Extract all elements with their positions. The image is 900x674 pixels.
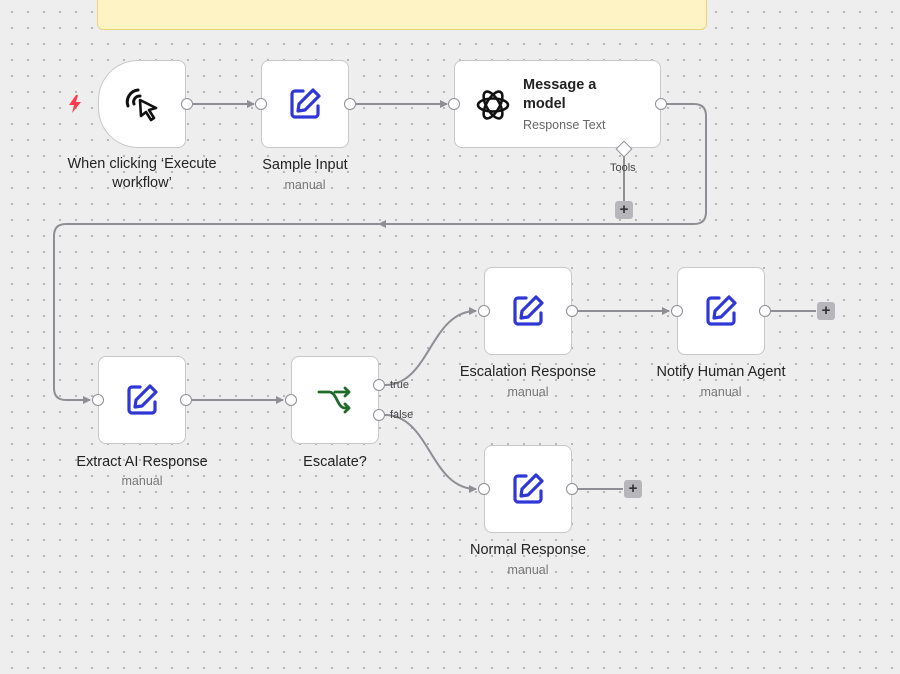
escalation-title: Escalation Response — [459, 364, 597, 380]
notify-subtitle: manual — [700, 385, 742, 399]
midline-arrow — [378, 220, 386, 228]
message-model-output-port[interactable] — [655, 98, 667, 110]
notify-output-port[interactable] — [759, 305, 771, 317]
if-branch-icon — [315, 380, 355, 420]
extract-title: Extract AI Response — [76, 454, 208, 470]
normal-output-port[interactable] — [566, 483, 578, 495]
add-node-after-normal-button[interactable]: + — [624, 480, 642, 498]
notify-human-agent-node[interactable] — [677, 267, 765, 355]
escalation-input-port[interactable] — [478, 305, 490, 317]
openai-icon — [473, 85, 513, 125]
notify-title: Notify Human Agent — [656, 364, 786, 380]
extract-subtitle: manual — [121, 474, 163, 488]
add-tool-button[interactable]: + — [615, 201, 633, 219]
extract-output-port[interactable] — [180, 394, 192, 406]
sticky-note[interactable] — [97, 0, 707, 30]
escalation-output-port[interactable] — [566, 305, 578, 317]
sample-input-subtitle: manual — [284, 178, 326, 192]
escalate-if-node[interactable] — [291, 356, 379, 444]
message-model-subtitle: Response Text — [523, 118, 606, 132]
true-branch-label: true — [390, 379, 409, 391]
sample-input-title: Sample Input — [262, 157, 348, 173]
connection-true-escalation — [384, 307, 477, 386]
edit-icon — [124, 382, 160, 418]
trigger-node[interactable] — [98, 60, 186, 148]
add-node-after-notify-button[interactable]: + — [817, 302, 835, 320]
edit-icon — [287, 86, 323, 122]
escalation-response-node[interactable] — [484, 267, 572, 355]
false-branch-label: false — [390, 409, 414, 421]
cursor-click-icon — [122, 84, 162, 124]
tools-label: Tools — [610, 162, 636, 174]
sample-input-input-port[interactable] — [255, 98, 267, 110]
normal-title: Normal Response — [469, 542, 587, 558]
connection-false-normal — [384, 414, 477, 493]
message-model-node[interactable]: Message a model Response Text — [454, 60, 661, 148]
message-model-input-port[interactable] — [448, 98, 460, 110]
normal-response-node[interactable] — [484, 445, 572, 533]
escalation-subtitle: manual — [507, 385, 549, 399]
escalate-true-port[interactable] — [373, 379, 385, 391]
sample-input-output-port[interactable] — [344, 98, 356, 110]
sample-input-node[interactable] — [261, 60, 349, 148]
trigger-output-port[interactable] — [181, 98, 193, 110]
escalate-title: Escalate? — [303, 454, 367, 470]
escalate-false-port[interactable] — [373, 409, 385, 421]
edit-icon — [510, 471, 546, 507]
normal-input-port[interactable] — [478, 483, 490, 495]
edit-icon — [510, 293, 546, 329]
lightning-bolt-icon — [69, 95, 81, 113]
trigger-title: When clicking ‘Execute workflow’ — [67, 156, 217, 191]
message-model-title: Message a model — [523, 77, 597, 112]
edit-icon — [703, 293, 739, 329]
extract-ai-response-node[interactable] — [98, 356, 186, 444]
normal-subtitle: manual — [507, 563, 549, 577]
escalate-input-port[interactable] — [285, 394, 297, 406]
extract-input-port[interactable] — [92, 394, 104, 406]
notify-input-port[interactable] — [671, 305, 683, 317]
